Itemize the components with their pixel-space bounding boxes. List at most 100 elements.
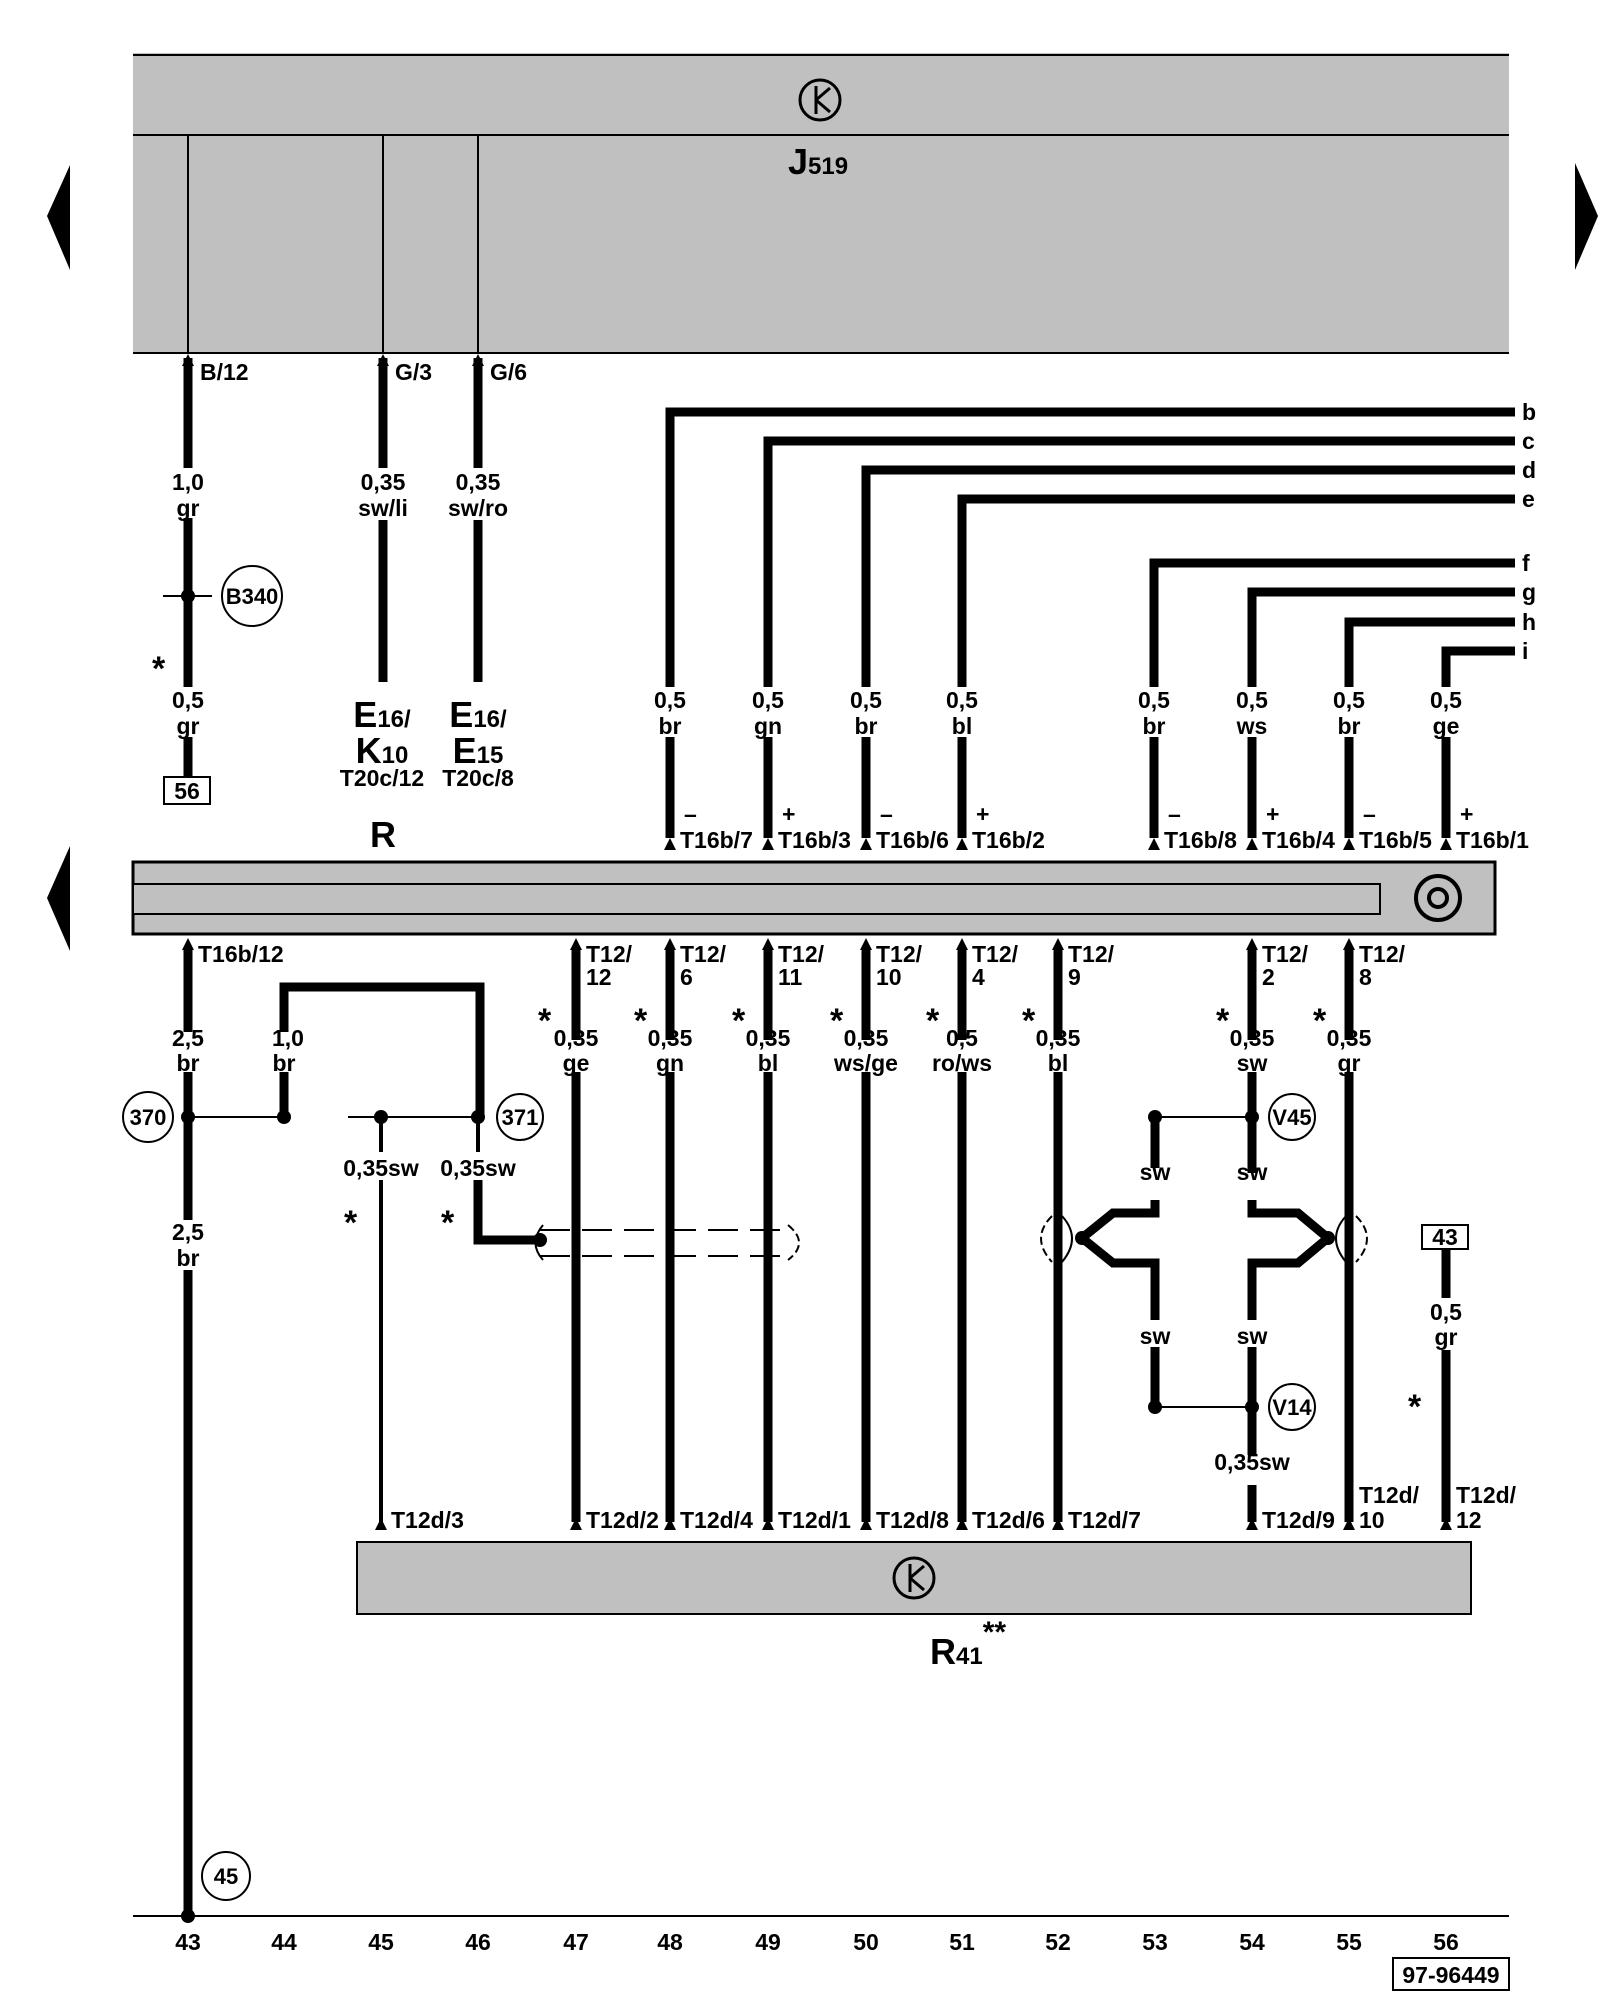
svg-text:*: * xyxy=(634,1002,648,1040)
svg-text:*: * xyxy=(538,1002,552,1040)
svg-text:G/3: G/3 xyxy=(395,359,432,385)
junction-v45: V45 xyxy=(1272,1105,1311,1130)
ref-56: 56 xyxy=(174,778,200,804)
svg-text:br: br xyxy=(177,1050,200,1076)
svg-text:0,5: 0,5 xyxy=(946,687,978,713)
svg-text:bl: bl xyxy=(952,713,972,739)
svg-text:2,5: 2,5 xyxy=(172,1025,204,1051)
svg-text:br: br xyxy=(855,713,878,739)
svg-text:*: * xyxy=(926,1002,940,1040)
prev-page-arrow-top[interactable] xyxy=(47,165,70,270)
svg-text:T12/: T12/ xyxy=(1068,941,1115,967)
junction-v14: V14 xyxy=(1272,1395,1312,1420)
wires xyxy=(133,135,1515,1917)
svg-text:T16b/4: T16b/4 xyxy=(1262,827,1335,853)
svg-text:44: 44 xyxy=(271,1929,297,1955)
svg-text:E16/: E16/ xyxy=(449,694,507,735)
prev-page-arrow-middle[interactable] xyxy=(47,846,70,951)
next-page-arrow-top[interactable] xyxy=(1575,163,1598,270)
svg-text:bl: bl xyxy=(1048,1050,1068,1076)
svg-text:G/6: G/6 xyxy=(490,359,527,385)
junction-b340: B340 xyxy=(226,584,279,609)
svg-text:*: * xyxy=(441,1204,455,1242)
junction-dots xyxy=(181,589,1335,1923)
svg-text:*: * xyxy=(1313,1002,1327,1040)
svg-text:0,5: 0,5 xyxy=(1138,687,1170,713)
svg-text:0,5: 0,5 xyxy=(946,1025,978,1051)
svg-text:b: b xyxy=(1522,399,1536,425)
svg-text:br: br xyxy=(1338,713,1361,739)
svg-text:T12/: T12/ xyxy=(1359,941,1406,967)
svg-text:12: 12 xyxy=(586,964,612,990)
svg-text:ge: ge xyxy=(563,1050,590,1076)
svg-text:0,5: 0,5 xyxy=(1236,687,1268,713)
svg-text:6: 6 xyxy=(680,964,693,990)
r-module: R xyxy=(131,814,1497,936)
svg-text:T16b/12: T16b/12 xyxy=(198,941,284,967)
svg-text:T16b/2: T16b/2 xyxy=(972,827,1045,853)
svg-text:g: g xyxy=(1522,579,1536,605)
svg-text:sw: sw xyxy=(1140,1159,1171,1185)
junction-371: 371 xyxy=(502,1105,539,1130)
electronic-control-icon xyxy=(798,78,842,122)
svg-text:T16b/8: T16b/8 xyxy=(1164,827,1237,853)
svg-text:T12/: T12/ xyxy=(972,941,1019,967)
svg-text:+: + xyxy=(976,801,989,827)
svg-text:T12d/1: T12d/1 xyxy=(778,1507,851,1533)
svg-text:T12d/: T12d/ xyxy=(1456,1482,1517,1508)
svg-text:47: 47 xyxy=(563,1929,589,1955)
continuation-labels: b c d e f g h i xyxy=(1522,399,1536,664)
svg-text:2: 2 xyxy=(1262,964,1275,990)
j519-label: J519 xyxy=(788,141,848,182)
svg-text:–: – xyxy=(1363,801,1376,827)
pin-arrows xyxy=(182,354,1452,1530)
svg-text:f: f xyxy=(1522,550,1530,576)
svg-text:0,35: 0,35 xyxy=(554,1025,599,1051)
svg-text:T16b/5: T16b/5 xyxy=(1359,827,1432,853)
svg-text:4: 4 xyxy=(972,964,985,990)
svg-text:0,5: 0,5 xyxy=(1430,687,1462,713)
svg-text:T12/: T12/ xyxy=(778,941,825,967)
svg-text:bl: bl xyxy=(758,1050,778,1076)
svg-text:–: – xyxy=(684,801,697,827)
svg-text:43: 43 xyxy=(175,1929,201,1955)
svg-text:i: i xyxy=(1522,638,1528,664)
svg-text:52: 52 xyxy=(1045,1929,1071,1955)
svg-text:10: 10 xyxy=(876,964,902,990)
svg-text:T12/: T12/ xyxy=(680,941,727,967)
svg-text:*: * xyxy=(1022,1002,1036,1040)
svg-text:0,35sw: 0,35sw xyxy=(440,1155,516,1181)
asterisks: * * * * * * * * * * * xyxy=(344,1002,1422,1426)
svg-text:0,35sw: 0,35sw xyxy=(1214,1449,1290,1475)
lower-wire-labels: 2,5 br 1,0 br 0,35 ge 0,35 gn 0,35 bl 0,… xyxy=(172,1025,1462,1475)
r41-pin-labels: T12d/3 T12d/2 T12d/4 T12d/1 T12d/8 T12d/… xyxy=(391,1482,1517,1533)
svg-text:T12/: T12/ xyxy=(1262,941,1309,967)
svg-text:gn: gn xyxy=(656,1050,684,1076)
svg-text:49: 49 xyxy=(755,1929,781,1955)
svg-text:*: * xyxy=(1216,1002,1230,1040)
svg-text:br: br xyxy=(659,713,682,739)
svg-text:T20c/12: T20c/12 xyxy=(340,765,424,791)
svg-text:+: + xyxy=(1460,801,1473,827)
svg-text:gr: gr xyxy=(177,713,200,739)
svg-text:0,5: 0,5 xyxy=(1430,1299,1462,1325)
svg-text:2,5: 2,5 xyxy=(172,1219,204,1245)
svg-text:0,5: 0,5 xyxy=(850,687,882,713)
svg-text:0,35: 0,35 xyxy=(456,469,501,495)
svg-text:8: 8 xyxy=(1359,964,1372,990)
svg-text:T12/: T12/ xyxy=(876,941,923,967)
svg-text:50: 50 xyxy=(853,1929,879,1955)
svg-text:br: br xyxy=(177,1245,200,1271)
svg-text:T12/: T12/ xyxy=(586,941,633,967)
svg-text:h: h xyxy=(1522,609,1536,635)
svg-text:sw: sw xyxy=(1237,1050,1268,1076)
svg-text:9: 9 xyxy=(1068,964,1081,990)
svg-text:0,35: 0,35 xyxy=(844,1025,889,1051)
doc-id: 97-96449 xyxy=(1402,1962,1499,1988)
svg-text:gr: gr xyxy=(1435,1324,1458,1350)
svg-text:T12d/8: T12d/8 xyxy=(876,1507,949,1533)
svg-text:45: 45 xyxy=(368,1929,394,1955)
svg-text:0,35: 0,35 xyxy=(648,1025,693,1051)
svg-text:0,5: 0,5 xyxy=(752,687,784,713)
